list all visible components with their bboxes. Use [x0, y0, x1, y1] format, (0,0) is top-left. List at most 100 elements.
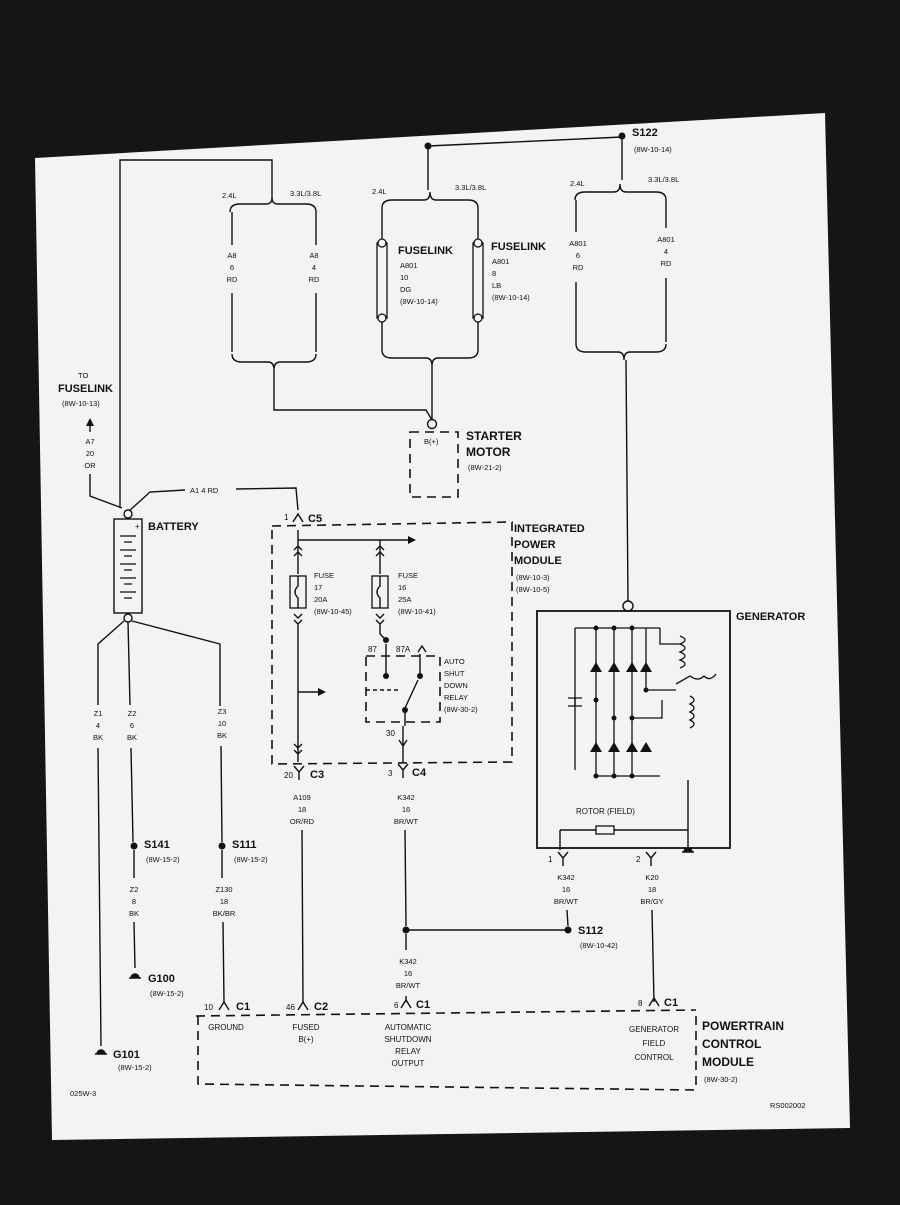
pcm-title-1: POWERTRAIN — [702, 1019, 784, 1033]
c1c-label: C1 — [664, 997, 678, 1009]
generator-label: GENERATOR — [736, 611, 805, 623]
wire-a7-gauge: 20 — [86, 449, 94, 458]
c4-pin: 3 — [388, 769, 393, 778]
wire-z2-lower — [130, 747, 134, 843]
brace-top-fuselinks — [381, 191, 479, 209]
wire-k342b-color: BR/WT — [554, 897, 579, 906]
battery-label: BATTERY — [148, 521, 199, 533]
wire-a801-4-gauge: 4 — [664, 247, 668, 256]
fuselink-right-end — [473, 313, 483, 323]
wire-z1-circuit: Z1 — [94, 709, 103, 718]
fuselink-right-body — [472, 242, 484, 319]
wire-k20 — [651, 909, 655, 1003]
label-24l-c: 2.4L — [570, 179, 585, 188]
ground-g101-ref: (8W-15-2) — [118, 1063, 152, 1072]
ipm-chevrons — [293, 545, 385, 557]
c3-connector — [293, 765, 305, 780]
wire-z130-color: BK/BR — [213, 909, 236, 918]
relay-contact-30 — [402, 707, 408, 713]
wire-k342b — [566, 909, 569, 927]
wire-z1-lower — [97, 747, 102, 1047]
arrow-up-icon — [86, 418, 94, 426]
wire-k342b-circuit: K342 — [557, 873, 575, 882]
c3-pin: 20 — [284, 771, 293, 780]
wire-z1-color: BK — [93, 733, 103, 742]
wire-a7-circuit: A7 — [85, 437, 94, 446]
wire-a1-label: A1 4 RD — [190, 486, 219, 495]
fuselink-right-title: FUSELINK — [491, 241, 546, 253]
to-fuselink-ref: (8W-10-13) — [62, 399, 100, 408]
wire-a109-circuit: A109 — [293, 793, 311, 802]
splice-s111-dot — [218, 842, 226, 850]
wire-a8-6-circuit: A8 — [227, 251, 236, 260]
c2-label: C2 — [314, 1001, 328, 1013]
fuse-16-l1: FUSE — [398, 571, 418, 580]
relay-87-label: 87 — [368, 645, 377, 654]
fuse-17-l3: 20A — [314, 595, 327, 604]
fuselink-left-title: FUSELINK — [398, 245, 453, 257]
label-33l-b: 3.3L/3.8L — [455, 183, 486, 192]
rotor-wiring — [559, 780, 689, 850]
wire-z3-lower — [220, 745, 223, 843]
fuselink-right-l4: (8W-10-14) — [492, 293, 530, 302]
c5-connector — [292, 512, 304, 523]
splice-s141-label: S141 — [144, 839, 170, 851]
ground-g101-label: G101 — [113, 1049, 140, 1061]
fuse-16-l2: 16 — [398, 583, 406, 592]
splice-s141-dot — [130, 842, 138, 850]
wire-z130 — [221, 850, 225, 1003]
pcm-gfc-3: CONTROL — [634, 1053, 674, 1062]
wire-z130-circuit: Z130 — [215, 885, 232, 894]
ipm-title-1: INTEGRATED — [514, 523, 585, 535]
wire-a8-4-color: RD — [309, 275, 320, 284]
wire-z3-circuit: Z3 — [218, 707, 227, 716]
diodes-top — [590, 662, 652, 752]
battery-ground-wires — [97, 620, 221, 706]
starter-motor-outline — [409, 431, 459, 498]
relay-87a-chevron — [417, 644, 427, 653]
starter-title-1: STARTER — [466, 429, 522, 443]
wire-z2b — [133, 850, 136, 969]
c1a-connector — [218, 1000, 230, 1011]
rotor-field-coil — [595, 825, 615, 835]
wire-k342a-gauge: 16 — [402, 805, 410, 814]
battery-plus: + — [135, 522, 140, 531]
relay-l2: SHUT — [444, 669, 465, 678]
splice-s122-label: S122 — [632, 127, 658, 139]
brace-top-a801 — [574, 183, 667, 201]
fuse-16-element — [376, 576, 381, 608]
footer-left: 025W-3 — [70, 1089, 96, 1098]
pcm-asd-1: AUTOMATIC — [385, 1023, 432, 1032]
c2-connector — [297, 1000, 309, 1011]
splice-s112-dot — [564, 926, 572, 934]
pcm-title-3: MODULE — [702, 1055, 754, 1069]
wire-to-starter — [273, 370, 433, 421]
wire-z2-circuit: Z2 — [128, 709, 137, 718]
c2-pin: 46 — [286, 1003, 295, 1012]
wire-a109-color: OR/RD — [290, 817, 315, 826]
wire-a8-6-color: RD — [227, 275, 238, 284]
fuselink-left-l3: DG — [400, 285, 411, 294]
battery-pos-node — [123, 509, 133, 519]
footer-right: RS002002 — [770, 1101, 805, 1110]
ground-g100-ref: (8W-15-2) — [150, 989, 184, 998]
pcm-gfc-1: GENERATOR — [629, 1025, 679, 1034]
arrow-right-icon — [318, 688, 326, 696]
wire-z130-gauge: 18 — [220, 897, 228, 906]
relay-l4: RELAY — [444, 693, 468, 702]
wire-a109-gauge: 18 — [298, 805, 306, 814]
pcm-gfc-2: FIELD — [643, 1039, 666, 1048]
fuselink-left-body — [376, 242, 388, 319]
c5-label: C5 — [308, 513, 322, 525]
battery-top-wires — [127, 487, 299, 513]
c1c-pin: 8 — [638, 999, 643, 1008]
wire-k20-circuit: K20 — [645, 873, 658, 882]
wire-z3-gauge: 10 — [218, 719, 226, 728]
rectifier-junctions — [593, 625, 649, 779]
fuse-17-l1: FUSE — [314, 571, 334, 580]
starter-title-2: MOTOR — [466, 445, 511, 459]
c1b-pin: 6 — [394, 1001, 399, 1010]
to-fuselink-to: TO — [78, 371, 88, 380]
splice-s112-ref: (8W-10-42) — [580, 941, 618, 950]
